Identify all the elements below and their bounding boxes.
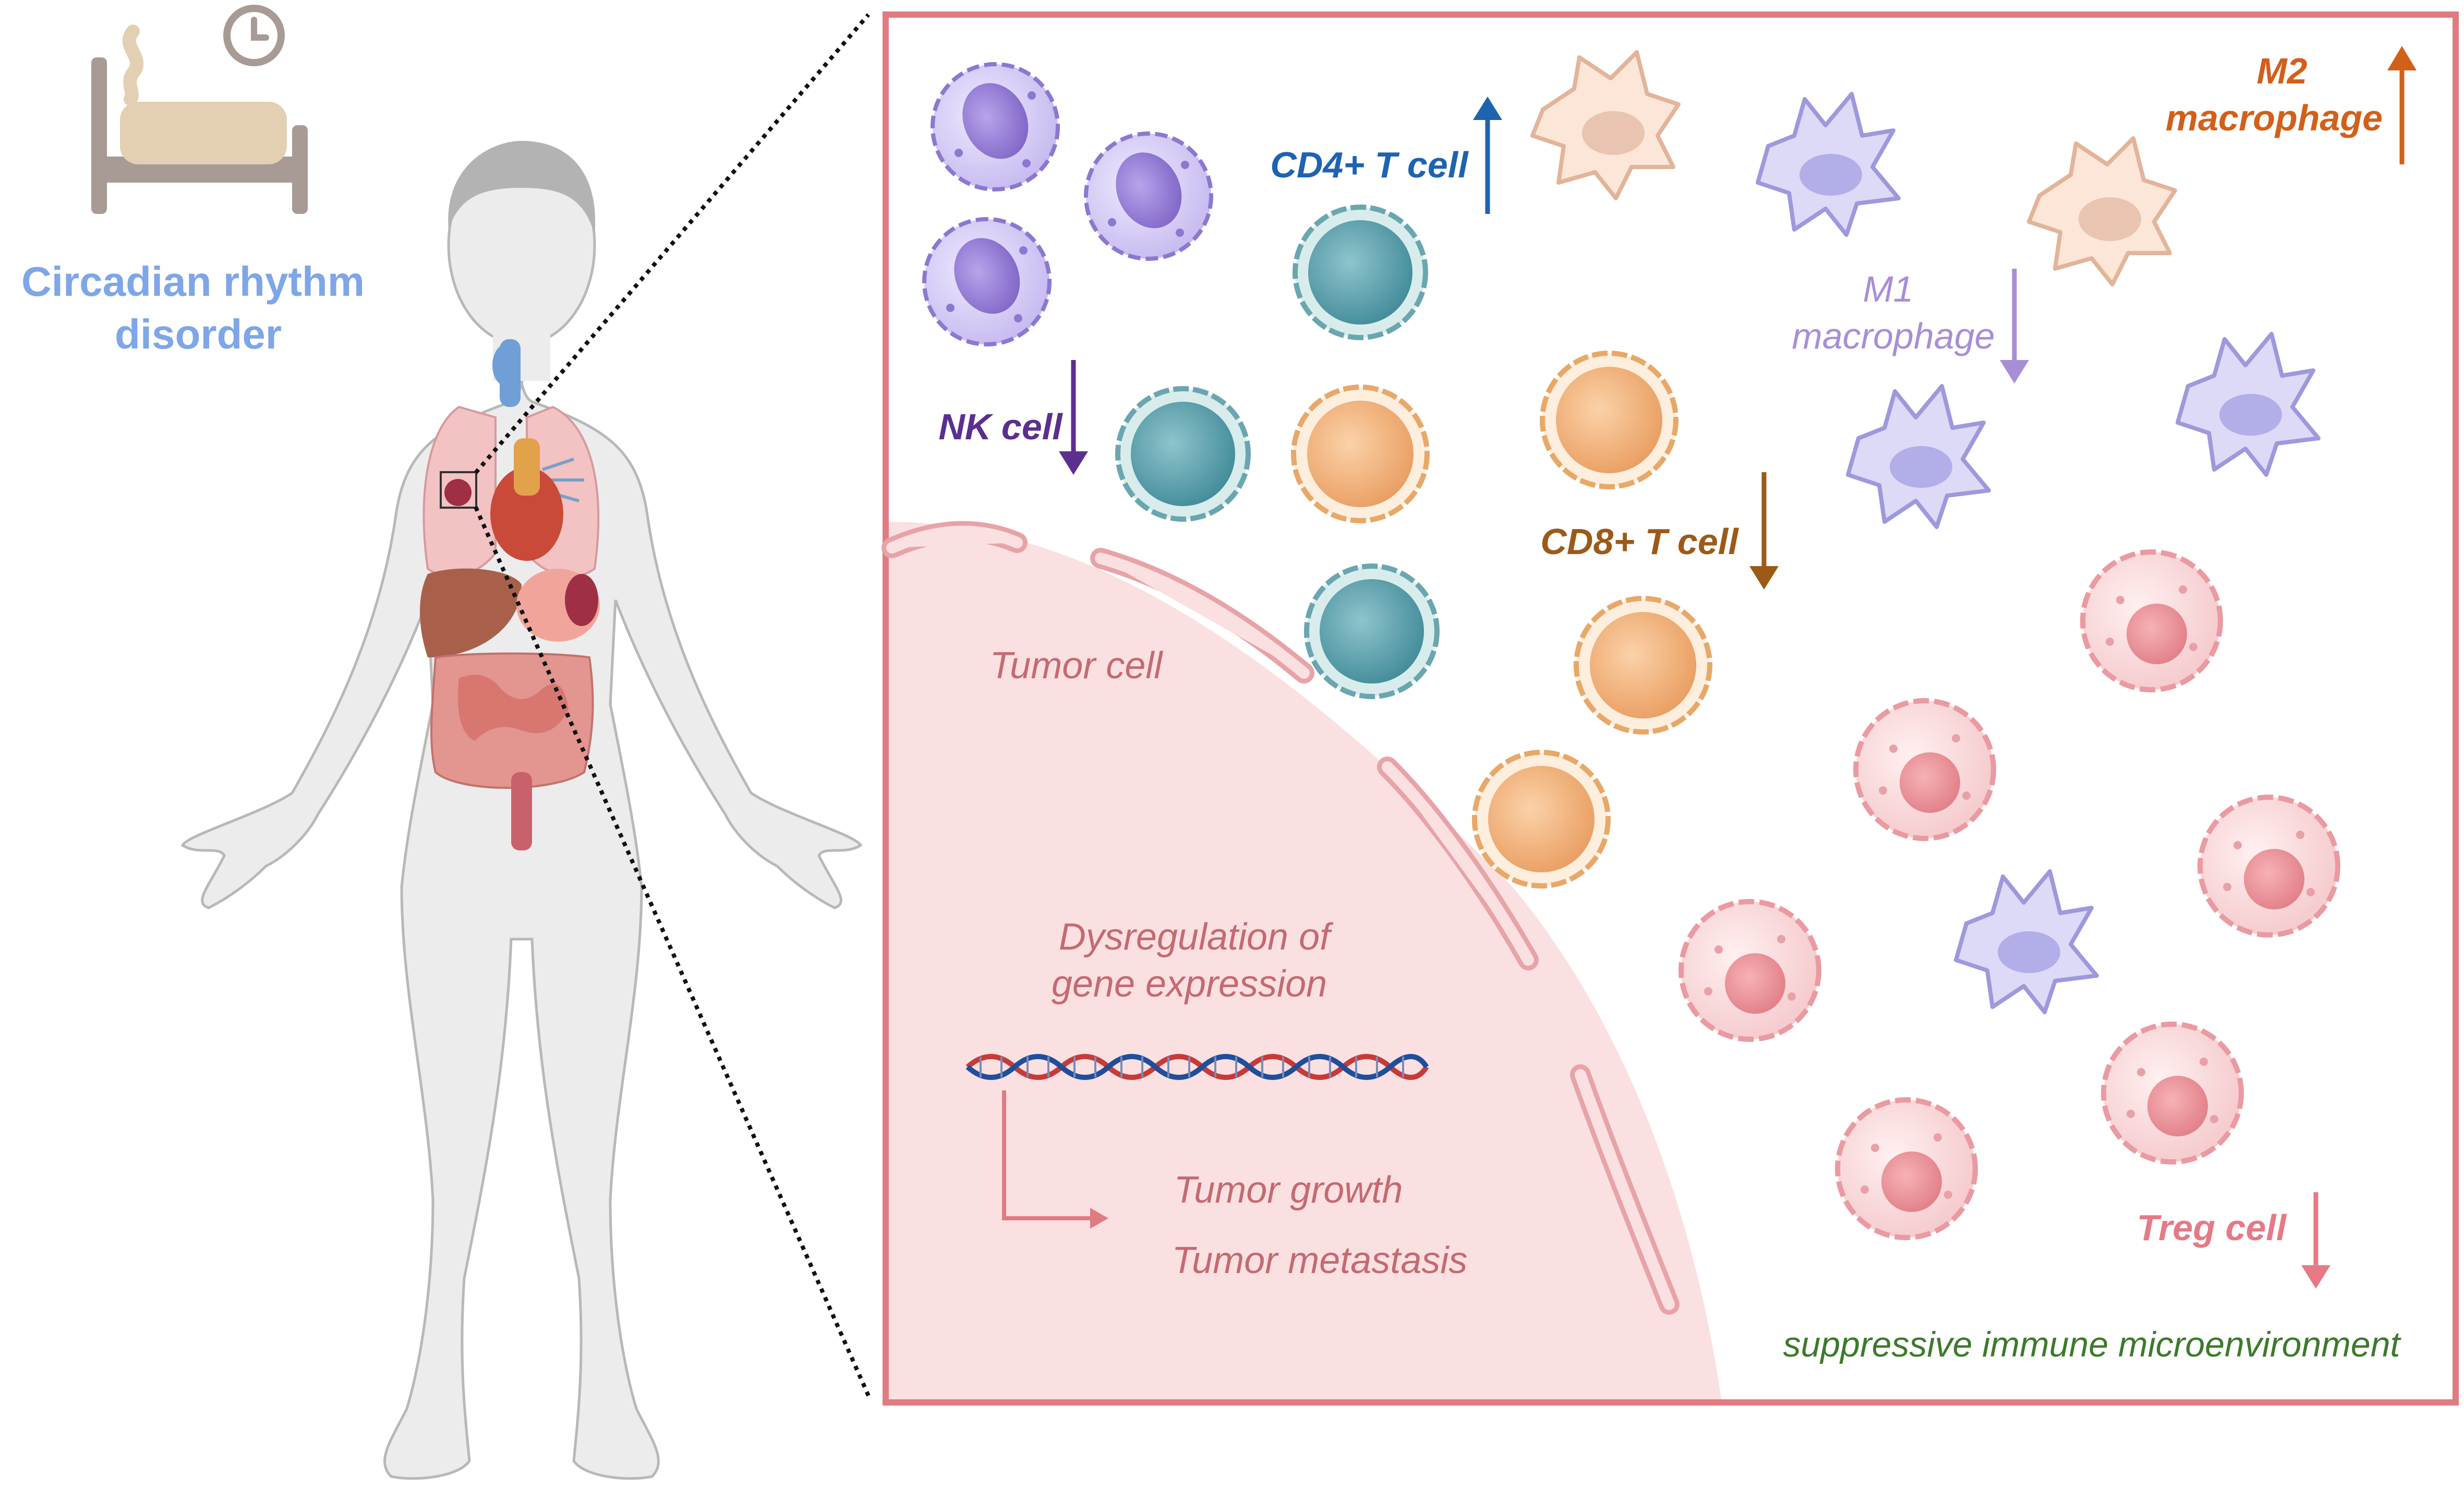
treg-cell bbox=[1835, 1097, 1978, 1240]
tumor-cell-label: Tumor cell bbox=[990, 645, 1164, 687]
treg-cell bbox=[2080, 549, 2223, 692]
m1-macrophage bbox=[2176, 332, 2321, 477]
environment-label: suppressive immune microenvironment bbox=[1783, 1325, 2402, 1364]
tumor-growth-label: Tumor growth bbox=[1174, 1169, 1403, 1211]
cd8-t-cell bbox=[1472, 750, 1611, 889]
treg-cell bbox=[2197, 795, 2340, 938]
treg-trend-arrow-down bbox=[2301, 1192, 2330, 1289]
zoom-line-bottom bbox=[474, 506, 871, 1397]
cd8-t-cell bbox=[1574, 596, 1712, 735]
human-body-figure bbox=[180, 141, 863, 1480]
m1-macrophage bbox=[1954, 869, 2099, 1014]
cd4-t-cell bbox=[1293, 205, 1428, 340]
cd8-t-cell bbox=[1291, 385, 1430, 523]
zoom-line-top bbox=[474, 13, 871, 474]
cd8-t-cell-label: CD8+ T cell bbox=[1540, 521, 1739, 562]
dysregulation-line2: gene expression bbox=[1052, 963, 1327, 1005]
m1-macrophage bbox=[1846, 384, 1991, 529]
cd4-t-cell-label: CD4+ T cell bbox=[1270, 145, 1469, 185]
cd4-t-cell bbox=[1115, 386, 1251, 522]
treg-cell bbox=[1853, 698, 1996, 841]
nk-cell bbox=[1084, 131, 1213, 261]
dna-helix-icon bbox=[965, 1054, 1429, 1080]
m2-label-line2: macrophage bbox=[2166, 98, 2383, 138]
m2-macrophage bbox=[2027, 136, 2177, 286]
nk-cell-label: NK cell bbox=[938, 406, 1063, 447]
nk-cell bbox=[931, 62, 1060, 191]
tumor-cell-region bbox=[889, 522, 1721, 1399]
m1-label-line1: M1 bbox=[1863, 269, 1913, 309]
treg-cell bbox=[1678, 899, 1821, 1042]
m1-trend-arrow-down bbox=[2000, 269, 2029, 383]
nk-trend-arrow-down bbox=[1059, 360, 1088, 475]
bed-clock-icon bbox=[91, 5, 308, 214]
m2-label-line1: M2 bbox=[2256, 51, 2307, 91]
treg-cell bbox=[2101, 1022, 2244, 1165]
m2-macrophage bbox=[1530, 50, 1681, 200]
treg-cell-label: Treg cell bbox=[2137, 1207, 2287, 1248]
cd8-t-cell bbox=[1540, 351, 1678, 489]
tumor-membrane-segments bbox=[881, 521, 1680, 1315]
dysregulation-line1: Dysregulation of bbox=[1059, 916, 1334, 958]
cd8-trend-arrow-down bbox=[1749, 472, 1779, 590]
organs-illustration bbox=[420, 339, 600, 850]
tumor-metastasis-label: Tumor metastasis bbox=[1172, 1240, 1468, 1281]
m1-label-line2: macrophage bbox=[1792, 316, 1995, 356]
outcome-arrow bbox=[1002, 1090, 1093, 1220]
m1-macrophage bbox=[1756, 92, 1901, 237]
nk-cell bbox=[922, 217, 1052, 346]
cd4-t-cell bbox=[1304, 563, 1440, 699]
m2-trend-arrow-up bbox=[2387, 46, 2417, 164]
cd4-trend-arrow-up bbox=[1473, 97, 1502, 214]
title-line2: disorder bbox=[115, 311, 282, 357]
title-line1: Circadian rhythm bbox=[21, 258, 365, 305]
outcome-arrow-head bbox=[1090, 1208, 1108, 1229]
